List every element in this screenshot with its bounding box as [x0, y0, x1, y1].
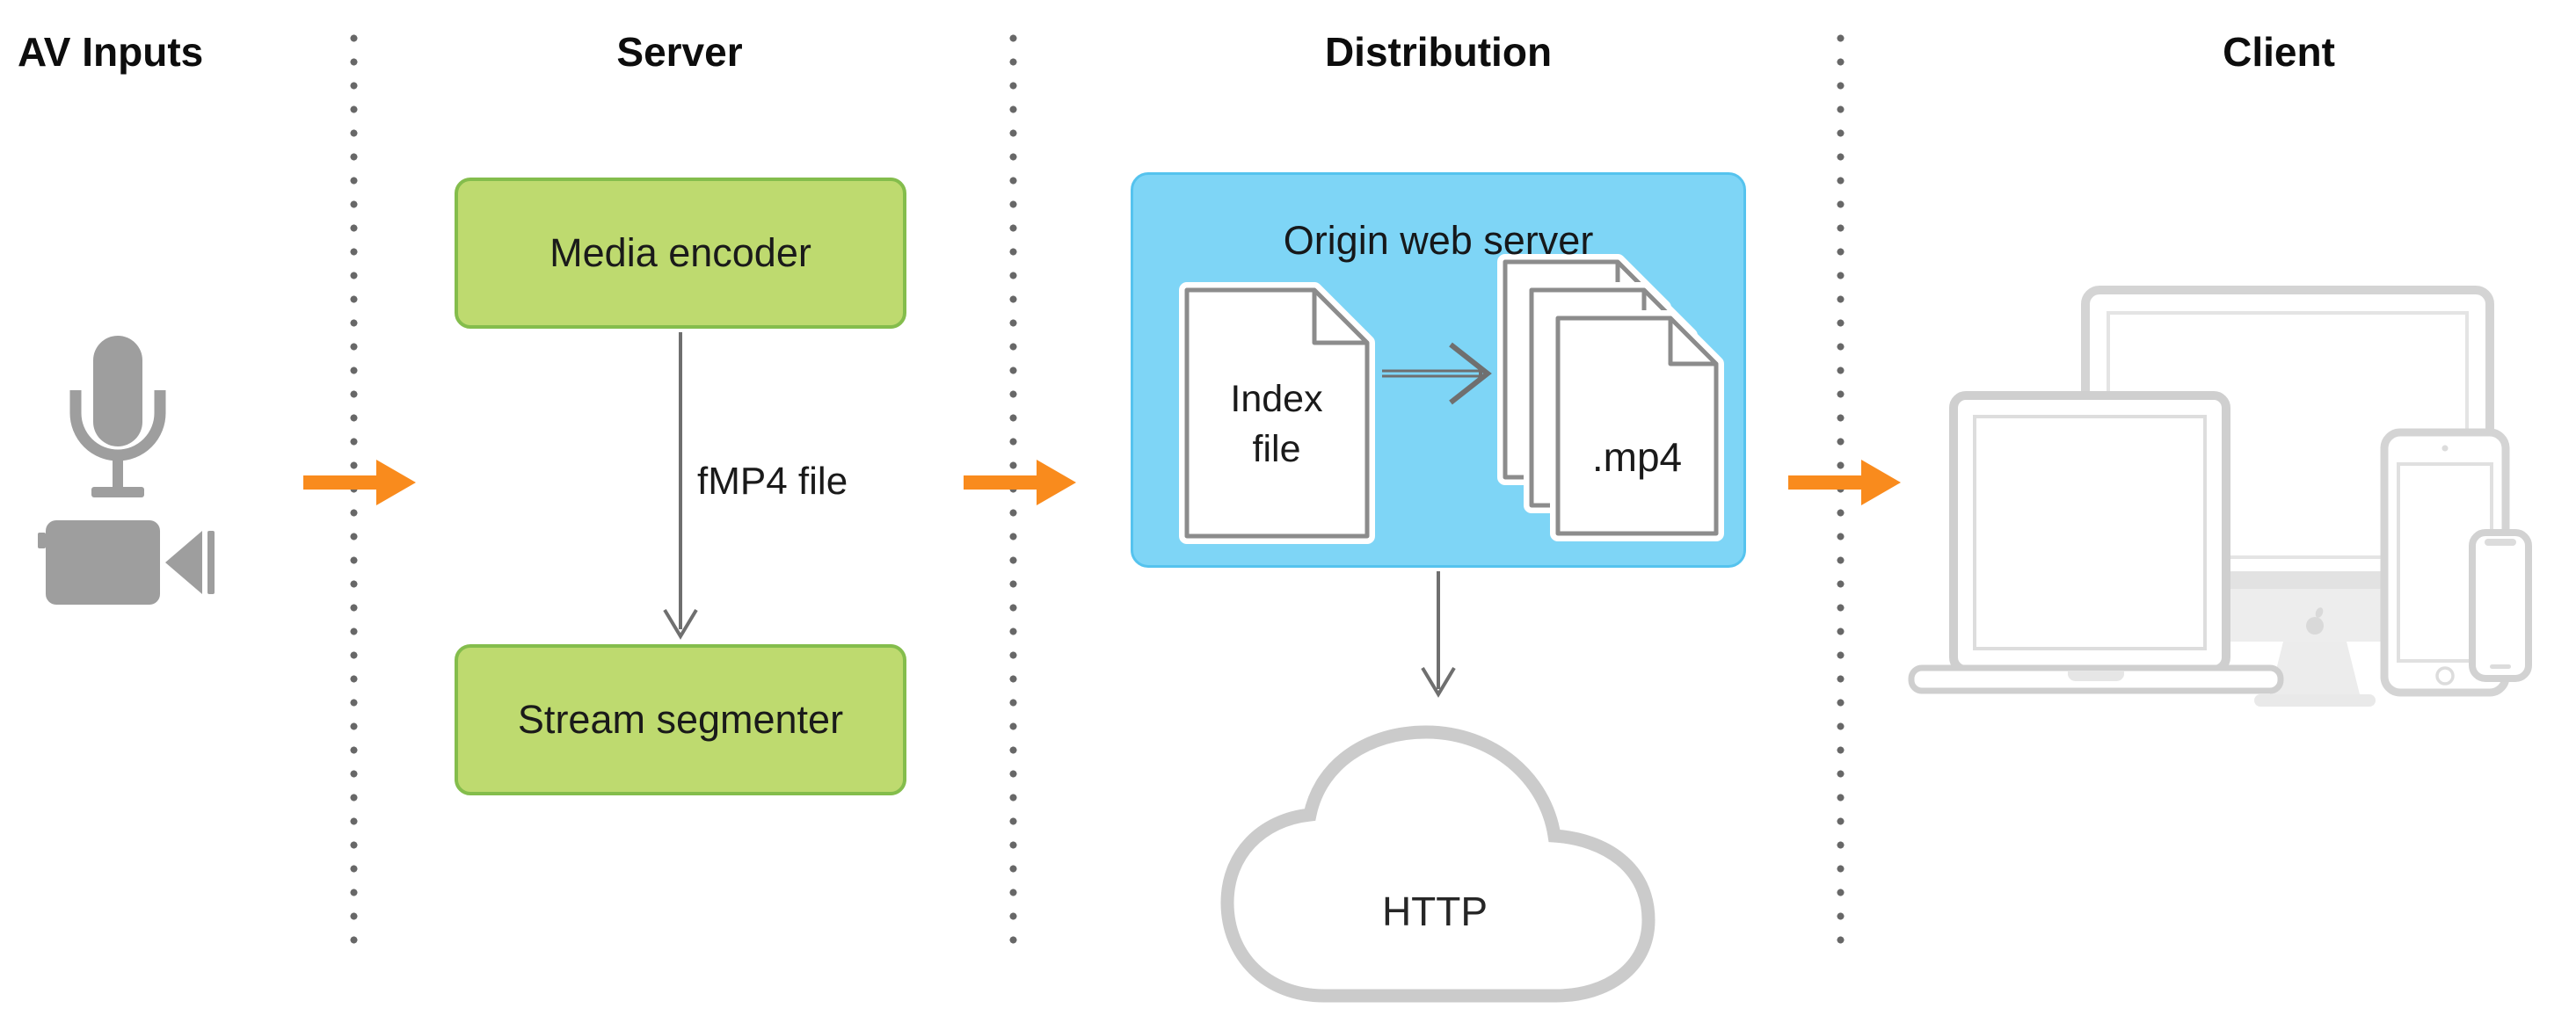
apple-logo-icon: [2306, 607, 2324, 635]
microphone-icon: [69, 336, 166, 497]
origin-web-server-title: Origin web server: [1283, 218, 1594, 263]
http-cloud-label: HTTP: [1381, 889, 1488, 934]
cloud-icon: [1220, 725, 1655, 1003]
down-arrow-icon: [1421, 571, 1456, 698]
section-title-client: Client: [2223, 29, 2335, 75]
divider-server-distribution: [1009, 26, 1017, 946]
tablet-icon: [2380, 428, 2510, 697]
desktop-display-icon: [2081, 286, 2494, 584]
index-file-label: Index file: [1230, 378, 1323, 470]
phone-icon: [2469, 529, 2532, 682]
section-title-server: Server: [616, 29, 743, 75]
stream-segmenter-label: Stream segmenter: [517, 697, 844, 742]
video-camera-icon: [38, 520, 215, 605]
fmp4-file-label: fMP4 file: [697, 460, 848, 503]
imac-icon: [2223, 571, 2407, 707]
divider-distribution-client: [1837, 26, 1845, 946]
media-encoder-label: Media encoder: [549, 230, 811, 275]
client-devices: [1908, 286, 2532, 707]
laptop-icon: [1908, 391, 2284, 694]
section-title-distribution: Distribution: [1324, 29, 1553, 75]
divider-av-server: [350, 26, 358, 946]
mp4-segments-label: .mp4: [1591, 434, 1683, 480]
media-encoder-box: Media encoder: [455, 178, 906, 329]
section-title-av-inputs: AV Inputs: [18, 29, 204, 75]
stream-segmenter-box: Stream segmenter: [455, 644, 906, 795]
down-arrow-icon: [663, 332, 698, 640]
